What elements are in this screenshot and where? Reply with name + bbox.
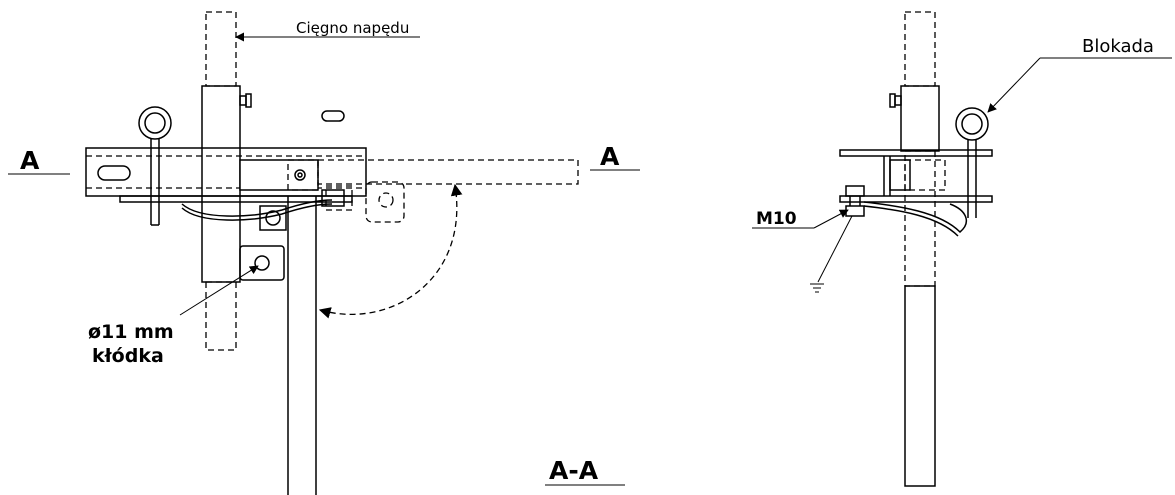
hole-leader: [179, 265, 259, 316]
drive-rod-upper-dashed: [205, 11, 237, 87]
bracket-slot: [97, 165, 131, 181]
u-bracket-bottom: [839, 195, 993, 203]
lever: [239, 159, 319, 191]
lever-dashed: [317, 159, 579, 185]
padlock-position-dashed: [365, 181, 405, 223]
rod-right: [904, 285, 936, 487]
drive-rod-label: Cięgno napędu: [296, 19, 409, 37]
section-mark-left: A: [20, 146, 40, 175]
bolt-label: M10: [756, 209, 797, 229]
m10-bolt-head: [845, 185, 865, 197]
eye-bolt-ring: [138, 106, 172, 140]
rod-upper-dashed-right: [904, 11, 936, 87]
padlock-plate: [239, 245, 285, 281]
set-screw: [239, 95, 247, 106]
section-mark-right: A: [600, 142, 620, 171]
section-view-label: A-A: [549, 456, 599, 485]
lock-label: Blokada: [1082, 36, 1154, 57]
drive-rod-lower-dashed: [205, 281, 237, 351]
u-bracket-top: [839, 149, 993, 157]
upright-pipe: [201, 85, 241, 283]
padlock-hole: [254, 255, 270, 271]
hex-nut: [259, 205, 287, 231]
hole-diameter-label: ø11 mm: [88, 321, 174, 343]
grounding-cable-right: [863, 201, 968, 234]
left-view: [8, 11, 640, 495]
padlock-label: kłódka: [92, 345, 164, 367]
right-view: [752, 11, 1172, 487]
eye-bolt-right: [955, 107, 989, 141]
slotted-bracket: [85, 147, 367, 197]
rotation-arc: [318, 183, 463, 319]
